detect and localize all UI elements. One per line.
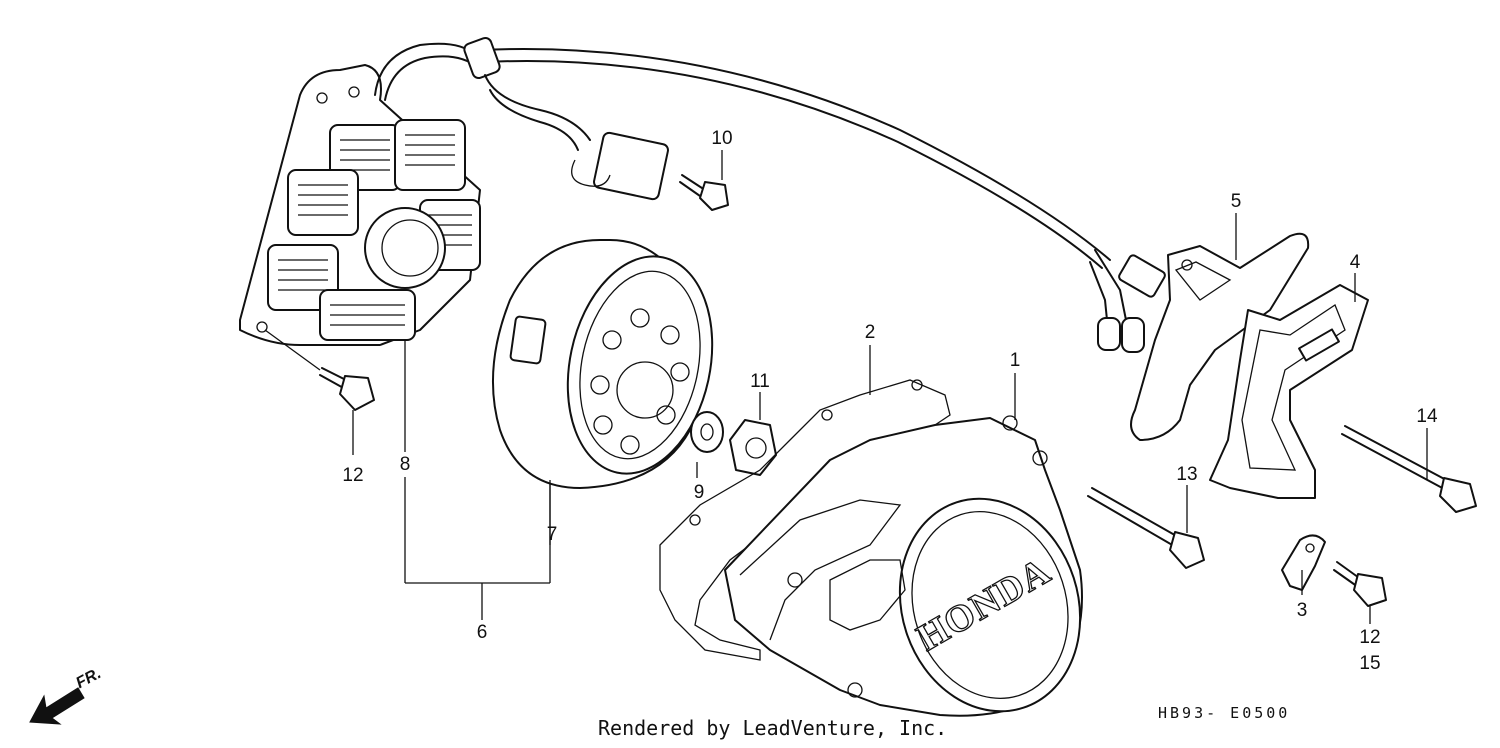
label-part-14: 14 xyxy=(1416,406,1438,427)
bolt-13 xyxy=(1087,487,1205,569)
label-part-2: 2 xyxy=(865,322,876,343)
label-part-10: 10 xyxy=(711,128,732,149)
bolt-10 xyxy=(679,174,729,211)
bolt-12-right xyxy=(1333,561,1387,607)
diagram-code: HB93- E0500 xyxy=(1158,704,1291,722)
label-part-1: 1 xyxy=(1010,350,1021,371)
label-part-5: 5 xyxy=(1231,191,1242,212)
label-part-9: 9 xyxy=(694,482,705,503)
label-part-15: 15 xyxy=(1359,653,1380,674)
label-part-8: 8 xyxy=(400,454,411,475)
front-direction-arrow-icon xyxy=(29,687,85,725)
label-part-12-left: 12 xyxy=(342,465,363,486)
flywheel-rotor xyxy=(491,239,714,489)
label-part-13: 13 xyxy=(1176,464,1197,485)
left-crankcase-cover xyxy=(724,415,1083,717)
guard-plate xyxy=(1130,232,1310,441)
label-part-11: 11 xyxy=(750,371,770,392)
bolt-14 xyxy=(1341,425,1477,513)
bolt-12-left xyxy=(319,367,375,411)
flange-nut xyxy=(729,419,777,476)
stator-assembly xyxy=(239,42,481,346)
label-part-7: 7 xyxy=(547,524,558,545)
label-part-12-right: 12 xyxy=(1359,627,1380,648)
label-part-4: 4 xyxy=(1350,252,1361,273)
label-part-3: 3 xyxy=(1297,600,1308,621)
part-number-labels: 1 2 3 4 5 6 7 8 9 10 11 12 13 14 12 15 xyxy=(342,128,1438,674)
label-part-6: 6 xyxy=(477,622,488,643)
leader-lines xyxy=(264,150,1428,624)
wire-harness xyxy=(463,36,1166,353)
render-credit: Rendered by LeadVenture, Inc. xyxy=(598,716,948,740)
wire-clamp xyxy=(1281,534,1326,591)
washer xyxy=(690,411,724,453)
